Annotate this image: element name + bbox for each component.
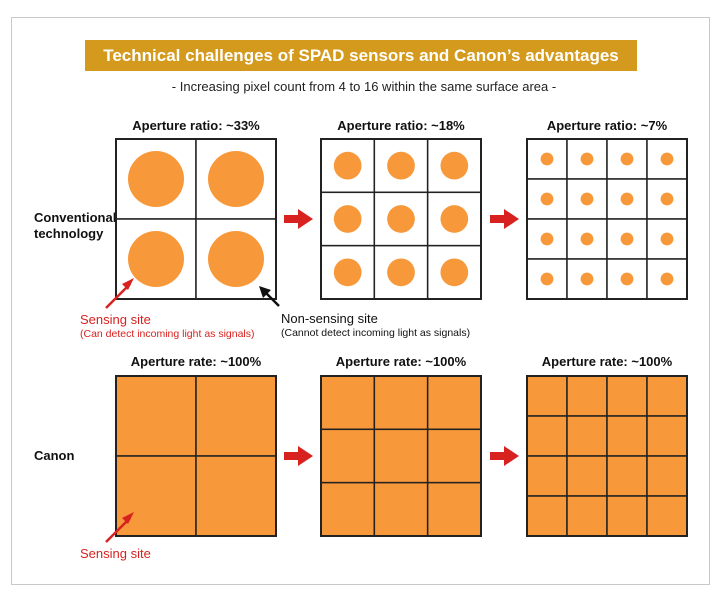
sensing-site-circle xyxy=(620,272,634,286)
conventional-panel-2-heading: Aperture ratio: ~18% xyxy=(337,118,465,133)
non-sensing-site-label: Non-sensing site xyxy=(281,311,378,326)
sensing-site-cell xyxy=(320,481,376,537)
sensing-site-circle xyxy=(387,151,415,180)
sensing-site-cell xyxy=(526,415,568,457)
figure-frame xyxy=(11,17,710,585)
sensing-site-circle xyxy=(333,258,362,287)
figure-subtitle: - Increasing pixel count from 4 to 16 wi… xyxy=(171,79,557,94)
sensing-site-cell xyxy=(646,455,688,497)
sensing-site-cell xyxy=(606,375,648,417)
sensing-site-circle xyxy=(540,152,554,166)
sensing-site-circle xyxy=(580,232,594,246)
sensing-site-cell xyxy=(606,495,648,537)
sensing-site-cell xyxy=(566,415,608,457)
sensing-site-label: Sensing site xyxy=(80,312,151,327)
sensing-site-cell xyxy=(195,455,277,537)
non-sensing-site-pointer-icon xyxy=(259,286,280,307)
canon-sensing-site-label: Sensing site xyxy=(80,546,151,561)
canon-grid-4x4 xyxy=(526,375,688,537)
figure-title: Technical challenges of SPAD sensors and… xyxy=(85,40,637,71)
sensing-site-circle xyxy=(128,231,184,287)
conventional-row-label-line1: Conventional xyxy=(34,210,117,225)
sensing-site-circle xyxy=(620,152,634,166)
grid-border xyxy=(320,138,482,300)
sensing-site-circle xyxy=(620,192,634,206)
grid-border xyxy=(526,375,688,537)
arrow-right-icon xyxy=(284,209,313,229)
sensing-site-circle xyxy=(580,152,594,166)
sensing-site-circle xyxy=(540,192,554,206)
sensing-site-circle xyxy=(387,258,415,287)
sensing-site-cell xyxy=(566,495,608,537)
sensing-site-cell xyxy=(646,375,688,417)
pixel-cell xyxy=(426,244,482,300)
grid-border xyxy=(115,138,277,300)
sensing-site-cell xyxy=(115,455,197,537)
sensing-site-cell xyxy=(646,415,688,457)
arrow-right-icon xyxy=(284,446,313,466)
sensing-site-cell xyxy=(426,375,482,431)
sensing-site-circle xyxy=(440,258,469,287)
sensing-site-cell xyxy=(526,455,568,497)
sensing-site-circle xyxy=(440,151,469,180)
pixel-cell xyxy=(646,218,688,260)
sensing-site-cell xyxy=(566,455,608,497)
sensing-site-note: (Can detect incoming light as signals) xyxy=(80,328,255,340)
sensing-site-pointer-icon xyxy=(105,278,134,309)
canon-panel-3-heading: Aperture rate: ~100% xyxy=(541,354,673,369)
canon-row-label: Canon xyxy=(34,448,75,463)
sensing-site-circle xyxy=(540,272,554,286)
sensing-site-cell xyxy=(373,481,429,537)
sensing-site-cell xyxy=(526,495,568,537)
sensing-site-circle xyxy=(660,152,674,166)
sensing-site-circle xyxy=(580,272,594,286)
sensing-site-cell xyxy=(195,375,277,457)
sensing-site-circle xyxy=(128,151,184,207)
canon-panel-2-heading: Aperture rate: ~100% xyxy=(335,354,467,369)
sensing-site-circle xyxy=(660,232,674,246)
sensing-site-cell xyxy=(373,428,429,484)
conventional-grid-4x4 xyxy=(526,138,688,300)
sensing-site-circle xyxy=(540,232,554,246)
conventional-panel-1-heading: Aperture ratio: ~33% xyxy=(132,118,260,133)
sensing-site-circle xyxy=(387,205,415,233)
sensing-site-circle xyxy=(333,151,362,180)
sensing-site-circle xyxy=(208,231,264,287)
grid-border xyxy=(526,138,688,300)
sensing-site-circle xyxy=(208,151,264,207)
arrow-right-icon xyxy=(490,209,519,229)
conventional-row-label: Conventional technology xyxy=(34,210,116,242)
sensing-site-cell xyxy=(646,495,688,537)
sensing-site-circle xyxy=(333,205,362,233)
conventional-grid-3x3 xyxy=(320,138,482,300)
sensing-site-cell xyxy=(526,375,568,417)
grid-border xyxy=(320,375,482,537)
canon-panel-1-heading: Aperture rate: ~100% xyxy=(130,354,262,369)
canon-grid-3x3 xyxy=(320,375,482,537)
arrow-right-icon xyxy=(490,446,519,466)
sensing-site-cell xyxy=(426,481,482,537)
canon-sensing-site-pointer-icon xyxy=(105,512,134,543)
sensing-site-cell xyxy=(373,375,429,431)
sensing-site-cell xyxy=(606,455,648,497)
canon-grid-2x2 xyxy=(115,375,277,537)
conventional-panel-3-heading: Aperture ratio: ~7% xyxy=(546,118,668,133)
sensing-site-circle xyxy=(660,192,674,206)
sensing-site-circle xyxy=(580,192,594,206)
sensing-site-cell xyxy=(320,428,376,484)
pixel-cell xyxy=(426,138,482,194)
sensing-site-circle xyxy=(620,232,634,246)
sensing-site-circle xyxy=(440,205,469,233)
sensing-site-cell xyxy=(426,428,482,484)
sensing-site-cell xyxy=(606,415,648,457)
sensing-site-cell xyxy=(115,375,197,457)
non-sensing-site-note: (Cannot detect incoming light as signals… xyxy=(281,327,471,339)
conventional-grid-2x2 xyxy=(115,138,277,300)
sensing-site-circle xyxy=(660,272,674,286)
pixel-cell xyxy=(646,178,688,220)
grid-border xyxy=(115,375,277,537)
sensing-site-cell xyxy=(566,375,608,417)
sensing-site-cell xyxy=(320,375,376,431)
conventional-row-label-line2: technology xyxy=(34,226,104,241)
